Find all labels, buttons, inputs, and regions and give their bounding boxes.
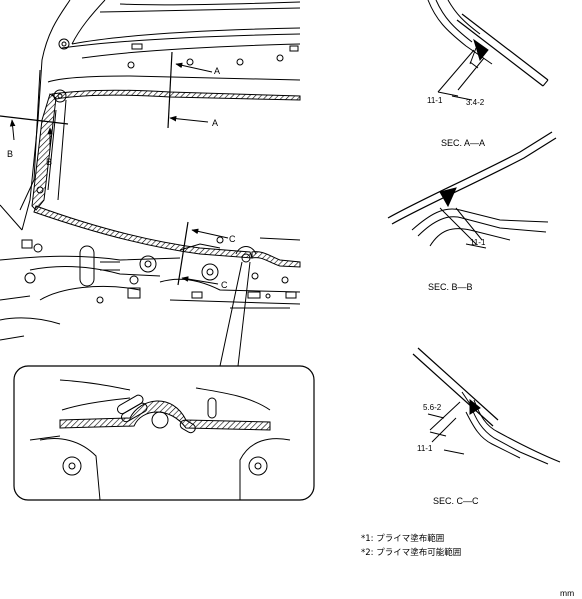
section-c-title: SEC. C—C — [433, 496, 479, 506]
note-primer-possible-area: *2: プライマ塗布可能範囲 — [361, 548, 462, 558]
section-a-dim-right: 3.4-2 — [466, 98, 485, 107]
detail-enlarged-view — [13, 365, 315, 501]
section-a-a-drawing — [427, 0, 549, 101]
section-a-dim-left: 11-1 — [427, 96, 443, 105]
marker-a-bottom: A — [212, 118, 219, 128]
note-primer-area: *1: プライマ塗布範囲 — [361, 534, 445, 544]
section-b-dim: 11-1 — [470, 238, 486, 247]
marker-c-top: C — [229, 234, 236, 244]
marker-c-bottom: C — [221, 280, 228, 290]
section-a-title: SEC. A—A — [441, 138, 486, 148]
marker-b-right: B — [46, 157, 53, 167]
unit-label: mm — [560, 588, 575, 598]
section-c-dim-bottom: 11-1 — [417, 444, 433, 453]
section-b-title: SEC. B—B — [428, 282, 473, 292]
section-c-c-drawing — [412, 347, 561, 465]
marker-a-top: A — [214, 66, 221, 76]
main-body-view — [0, 0, 301, 367]
section-b-b-drawing — [387, 131, 557, 249]
section-c-dim-top: 5.6-2 — [423, 403, 442, 412]
marker-b-left: B — [7, 149, 14, 159]
